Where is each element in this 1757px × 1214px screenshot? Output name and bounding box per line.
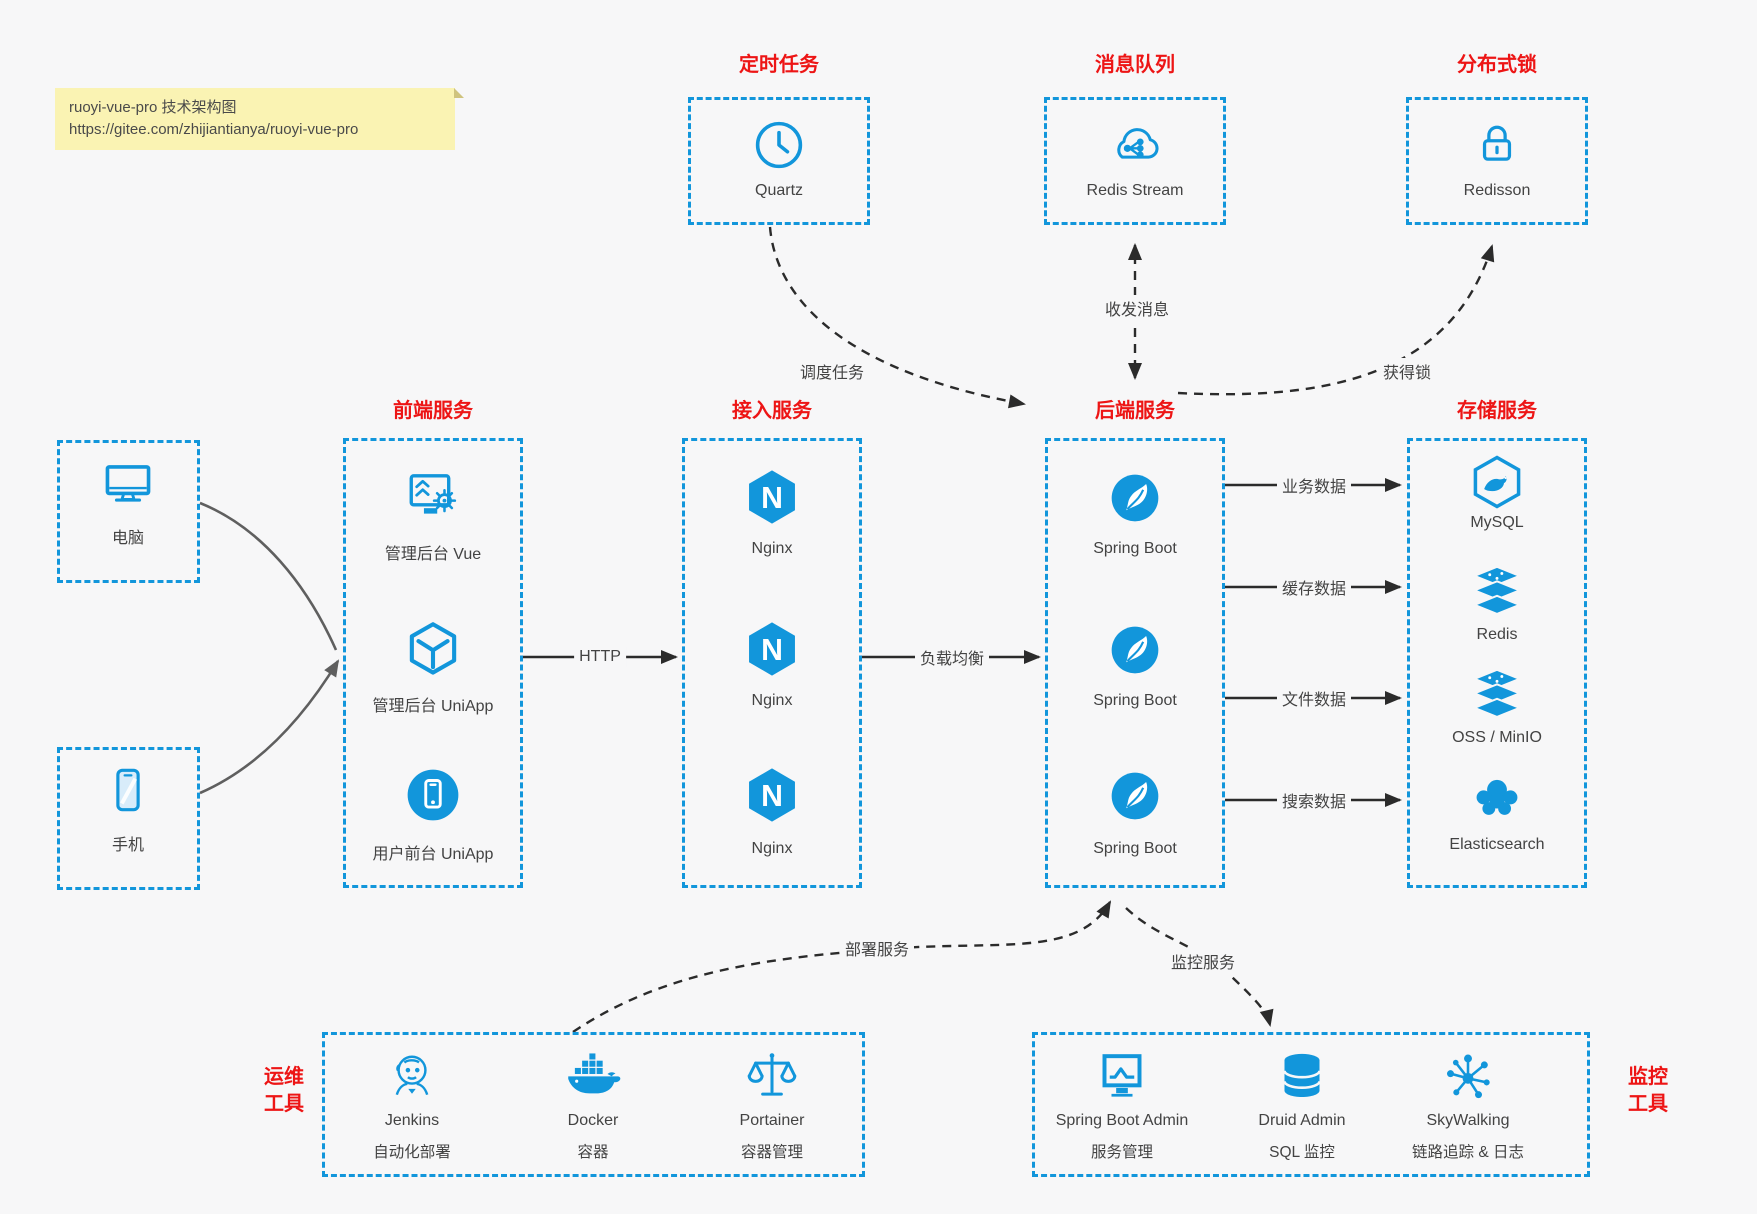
column-box-gateway (682, 438, 862, 888)
group-title-ops-tools: 运维 工具 (264, 1066, 304, 1115)
group-box-message-queue (1044, 97, 1226, 225)
column-box-storage (1407, 438, 1587, 888)
tool-name-skywalking: SkyWalking (1426, 1112, 1510, 1129)
edge-label-send-receive-message: 收发消息 (1099, 295, 1175, 321)
column-title-frontend: 前端服务 (393, 400, 473, 422)
uniapp-cube-icon (404, 620, 462, 678)
group-title-distributed-lock: 分布式锁 (1457, 54, 1537, 76)
tool-name-jenkins: Jenkins (384, 1112, 440, 1129)
node-label-admin-uniapp: 管理后台 UniApp (372, 698, 494, 715)
edge-label-load-balance: 负载均衡 (914, 644, 990, 670)
node-label-quartz: Quartz (754, 182, 804, 199)
phone-icon (101, 763, 155, 817)
node-label-admin-vue: 管理后台 Vue (384, 546, 482, 563)
skywalking-topology-icon (1440, 1048, 1496, 1104)
tool-name-portainer: Portainer (739, 1112, 805, 1129)
nginx-icon: N (743, 620, 801, 678)
column-title-backend: 后端服务 (1095, 400, 1175, 422)
node-label-mysql: MySQL (1470, 514, 1524, 531)
clock-icon (752, 118, 806, 172)
node-label-redisson: Redisson (1463, 182, 1531, 199)
tool-name-docker: Docker (567, 1112, 619, 1129)
jenkins-icon (384, 1048, 440, 1104)
svg-text:N: N (761, 482, 783, 515)
client-box-pc (57, 440, 200, 583)
mysql-icon (1469, 454, 1525, 510)
lock-icon (1471, 118, 1523, 170)
tool-desc-docker: 容器 (577, 1144, 609, 1161)
node-label-redis-stream: Redis Stream (1086, 182, 1184, 199)
elasticsearch-icon (1469, 770, 1525, 826)
cloud-network-icon (1107, 118, 1163, 174)
group-title-scheduled-task: 定时任务 (739, 54, 819, 76)
node-label-nginx-1: Nginx (751, 540, 793, 557)
column-box-frontend (343, 438, 523, 888)
column-title-gateway: 接入服务 (732, 400, 812, 422)
node-label-spring-boot-3: Spring Boot (1093, 840, 1177, 857)
nginx-icon: N (743, 468, 801, 526)
node-label-elasticsearch: Elasticsearch (1449, 836, 1545, 853)
edge-label-acquire-lock: 获得锁 (1377, 358, 1437, 384)
client-label-phone: 手机 (111, 837, 145, 854)
node-label-spring-boot-2: Spring Boot (1093, 692, 1177, 709)
spring-boot-icon (1107, 622, 1163, 678)
edge-label-cache-data: 缓存数据 (1276, 574, 1352, 600)
mobile-app-icon (404, 766, 462, 824)
client-label-pc: 电脑 (111, 530, 145, 547)
group-box-scheduled-task (688, 97, 870, 225)
column-box-backend (1045, 438, 1225, 888)
group-box-ops-tools (322, 1032, 865, 1177)
tool-desc-jenkins: 自动化部署 (373, 1144, 451, 1161)
docker-icon (564, 1048, 622, 1106)
admin-vue-icon (404, 468, 462, 526)
spring-boot-icon (1107, 470, 1163, 526)
oss-minio-icon (1468, 665, 1526, 723)
tool-desc-spring-boot-admin: 服务管理 (1090, 1144, 1154, 1161)
svg-text:N: N (761, 634, 783, 667)
edge-label-http: HTTP (574, 647, 626, 667)
edge-label-deploy-service: 部署服务 (839, 935, 915, 961)
sticky-note: ruoyi-vue-pro 技术架构图 https://gitee.com/zh… (55, 88, 464, 150)
tool-name-spring-boot-admin: Spring Boot Admin (1055, 1112, 1189, 1129)
edge-label-file-data: 文件数据 (1276, 685, 1352, 711)
desktop-icon (99, 456, 157, 514)
nginx-icon: N (743, 766, 801, 824)
column-title-storage: 存储服务 (1457, 400, 1537, 422)
note-title: ruoyi-vue-pro 技术架构图 (69, 99, 237, 116)
redis-icon (1468, 562, 1526, 620)
note-url[interactable]: https://gitee.com/zhijiantianya/ruoyi-vu… (69, 121, 359, 138)
druid-database-icon (1274, 1048, 1330, 1104)
edge-label-monitor-service: 监控服务 (1165, 948, 1241, 974)
edge-label-schedule-task: 调度任务 (794, 358, 870, 384)
edge-label-business-data: 业务数据 (1276, 472, 1352, 498)
group-title-monitor-tools: 监控 工具 (1628, 1066, 1668, 1115)
node-label-redis: Redis (1476, 626, 1518, 643)
tool-desc-portainer: 容器管理 (740, 1144, 804, 1161)
node-label-spring-boot-1: Spring Boot (1093, 540, 1177, 557)
edge-label-search-data: 搜索数据 (1276, 787, 1352, 813)
tool-name-druid-admin: Druid Admin (1258, 1112, 1346, 1129)
svg-text:N: N (761, 780, 783, 813)
node-label-nginx-3: Nginx (751, 840, 793, 857)
portainer-icon (744, 1048, 800, 1104)
group-box-distributed-lock (1406, 97, 1588, 225)
group-box-monitor-tools (1032, 1032, 1590, 1177)
node-label-nginx-2: Nginx (751, 692, 793, 709)
node-label-user-uniapp: 用户前台 UniApp (372, 846, 494, 863)
node-label-oss-minio: OSS / MinIO (1452, 729, 1542, 746)
tool-desc-skywalking: 链路追踪 & 日志 (1412, 1144, 1524, 1161)
group-title-message-queue: 消息队列 (1095, 54, 1175, 76)
spring-boot-icon (1107, 768, 1163, 824)
tool-desc-druid-admin: SQL 监控 (1269, 1144, 1335, 1161)
client-box-phone (57, 747, 200, 890)
spring-boot-admin-icon (1094, 1048, 1150, 1104)
